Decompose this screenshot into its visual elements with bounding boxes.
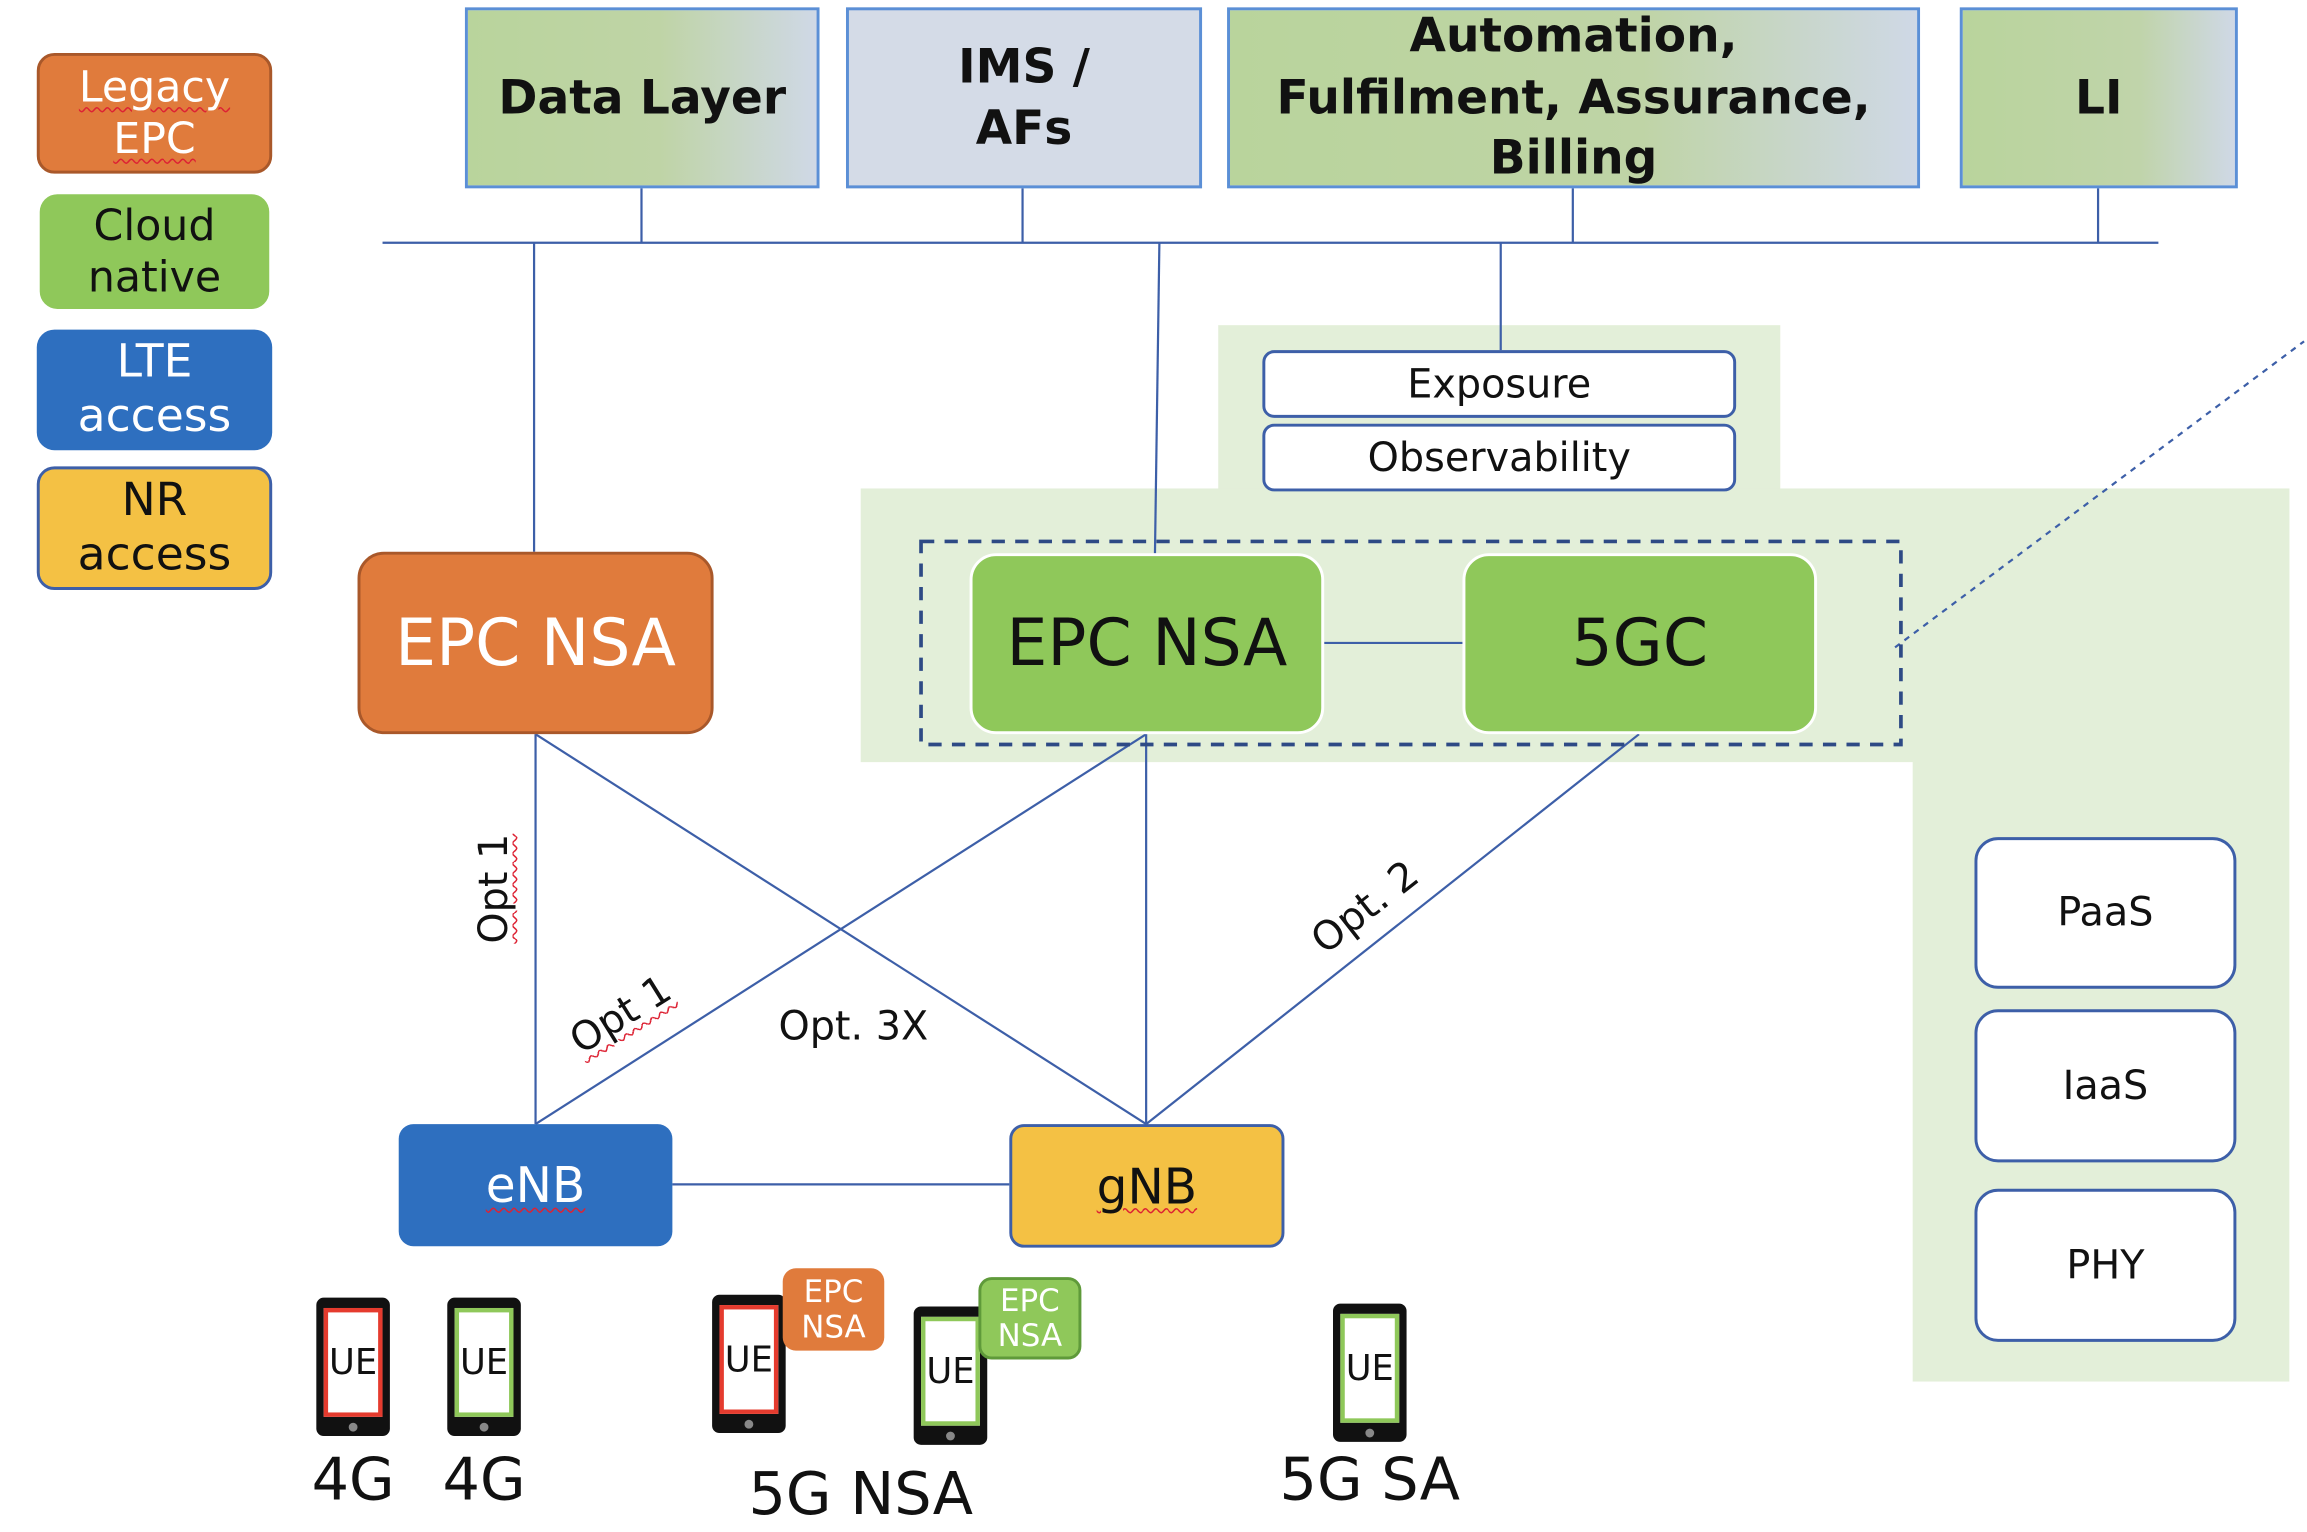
ue-phone-4g-legacy: UE bbox=[316, 1297, 390, 1436]
gen-label-5g-nsa: 5G NSA bbox=[748, 1461, 973, 1529]
data-layer-box: Data Layer bbox=[464, 7, 820, 189]
paas-box: PaaS bbox=[1974, 837, 2237, 989]
cloud-epc-nsa-node: EPC NSA bbox=[969, 553, 1325, 735]
observability-box: Observability bbox=[1262, 423, 1737, 492]
ue-screen: UE bbox=[1340, 1313, 1400, 1423]
legend-lte-access: LTE access bbox=[36, 329, 273, 451]
cloud-epc-bus-link bbox=[1153, 242, 1161, 554]
5gc-gnb-link bbox=[1145, 733, 1640, 1125]
ue-screen: UE bbox=[323, 1307, 383, 1417]
ue-phone-5g-nsa-cloud: UE bbox=[913, 1306, 988, 1445]
gen-label-4g-b: 4G bbox=[442, 1446, 526, 1514]
legend-cloud-native: Cloud native bbox=[39, 194, 270, 309]
legend-nr-access: NR access bbox=[36, 466, 273, 590]
ue-phone-5g-sa: UE bbox=[1332, 1303, 1407, 1442]
automation-box: Automation, Fulfilment, Assurance, Billi… bbox=[1227, 7, 1921, 189]
legend-legacy-epc: Legacy EPC bbox=[36, 52, 273, 174]
exposure-box: Exposure bbox=[1262, 350, 1737, 418]
ue-screen: UE bbox=[719, 1305, 779, 1414]
epc-nsa-tag-cloud: EPC NSA bbox=[978, 1277, 1082, 1360]
cloud-core-dashed-group bbox=[919, 539, 1903, 747]
opt1-vertical-label: Opt 1 bbox=[471, 833, 518, 944]
iaas-box: IaaS bbox=[1974, 1009, 2237, 1163]
li-box: LI bbox=[1959, 7, 2238, 189]
gen-label-5g-sa: 5G SA bbox=[1279, 1446, 1461, 1514]
gnb-node: gNB bbox=[1009, 1124, 1285, 1248]
zoom-dashed-line bbox=[1894, 340, 2305, 649]
ue-screen: UE bbox=[454, 1307, 514, 1417]
enb-node: eNB bbox=[398, 1124, 673, 1247]
cloud-epc-enb-link bbox=[534, 733, 1147, 1126]
5gc-node: 5GC bbox=[1462, 553, 1818, 735]
ue-phone-4g-cloud: UE bbox=[447, 1297, 521, 1436]
phy-box: PHY bbox=[1974, 1188, 2237, 1342]
gen-label-4g-a: 4G bbox=[311, 1446, 395, 1514]
legacy-epc-nsa-node: EPC NSA bbox=[357, 551, 714, 735]
ue-screen: UE bbox=[921, 1316, 980, 1426]
opt3x-label: Opt. 3X bbox=[778, 1004, 929, 1050]
ims-afs-box: IMS / AFs bbox=[845, 7, 1203, 189]
epc-nsa-tag-legacy: EPC NSA bbox=[782, 1268, 885, 1351]
ue-phone-5g-nsa-legacy: UE bbox=[712, 1294, 786, 1434]
